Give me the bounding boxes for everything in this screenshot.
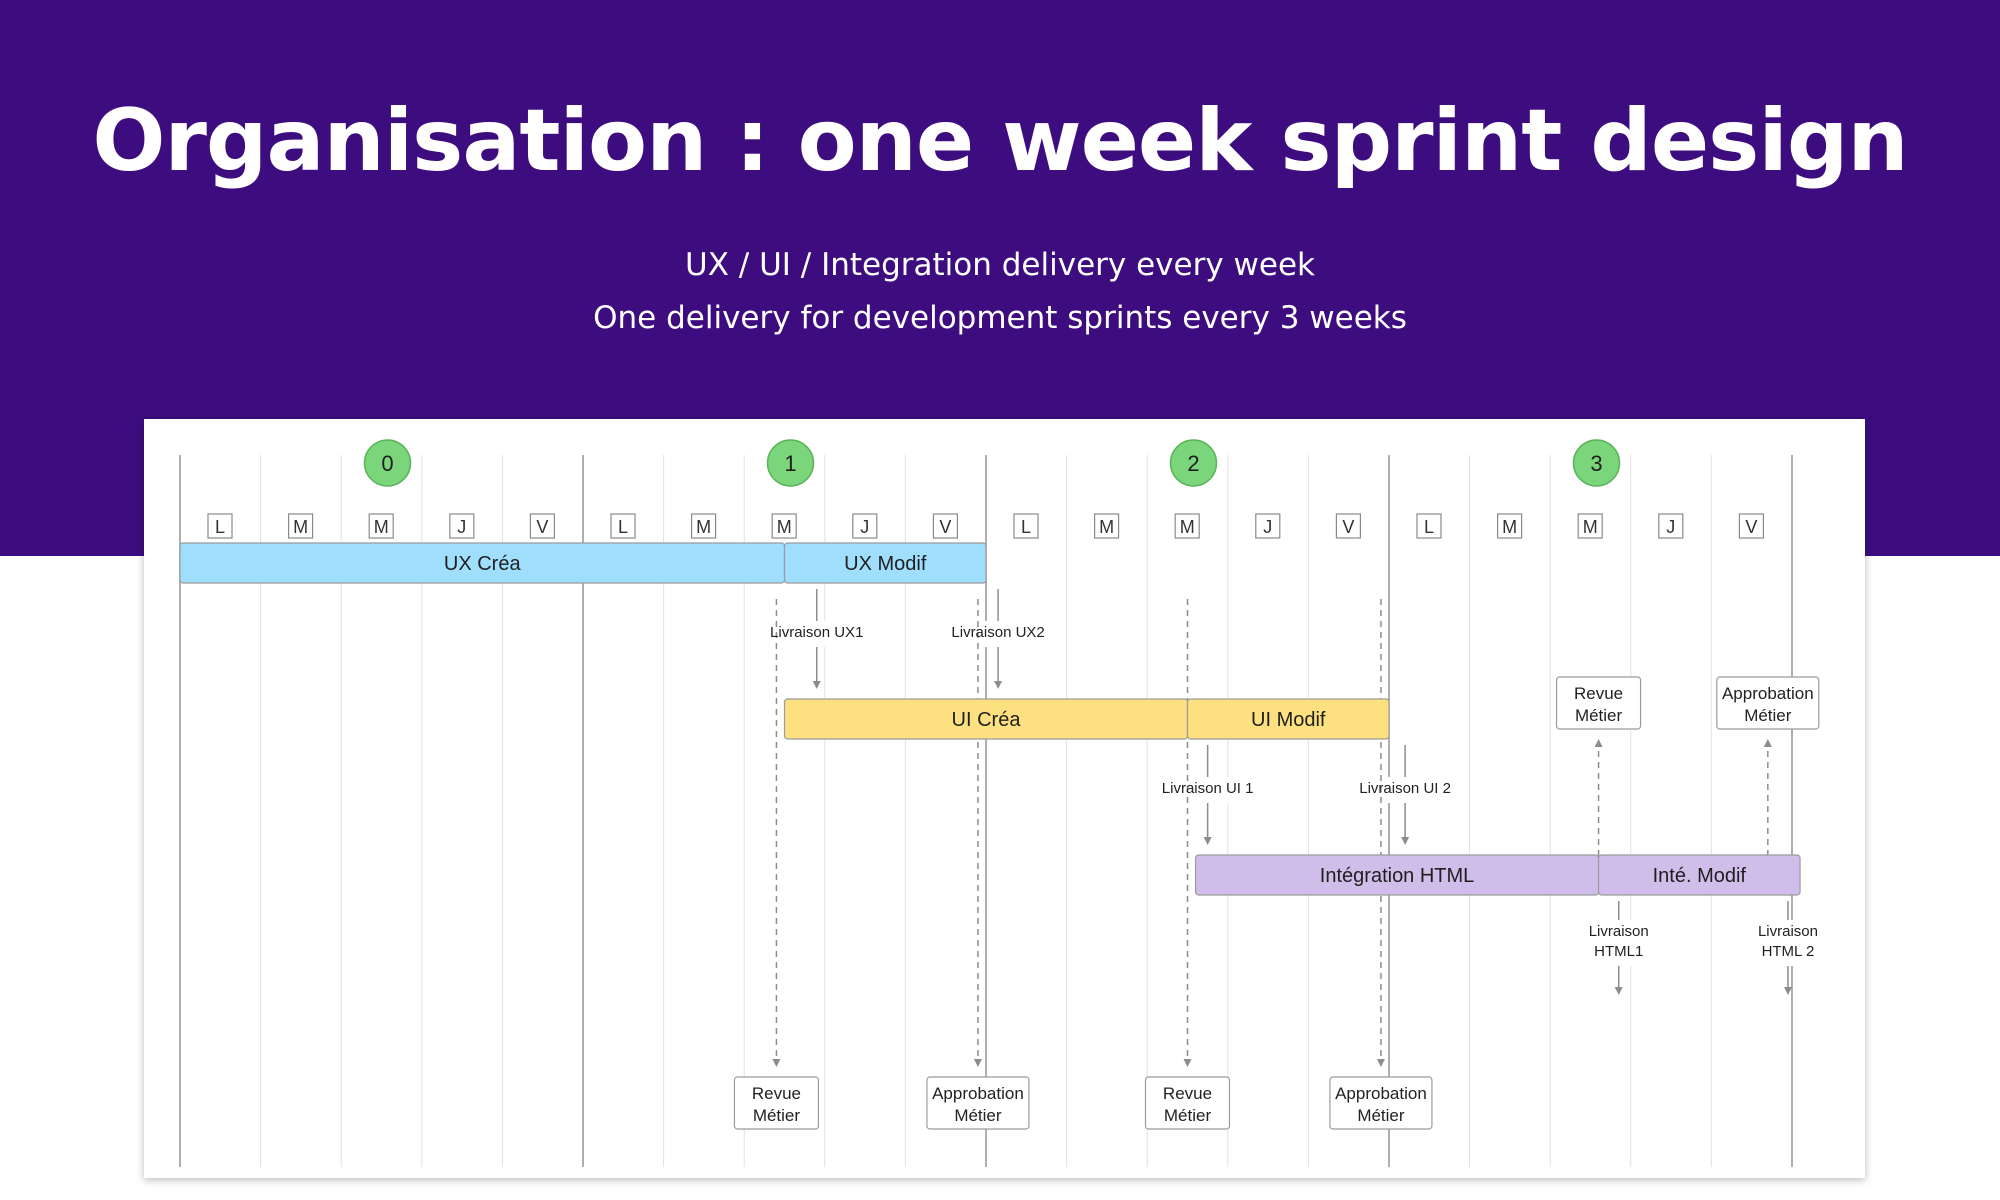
day-box <box>610 513 636 539</box>
day-box <box>1738 513 1765 539</box>
approbation-metier-3-label: Approbation <box>1722 684 1814 703</box>
ui-crea-label: UI Créa <box>952 709 1022 731</box>
day-label: M <box>696 517 711 537</box>
livraison-html2-label: HTML 2 <box>1762 943 1815 960</box>
page-subtitle-line2: One delivery for development sprints eve… <box>593 300 1407 336</box>
day-label: V <box>939 517 951 537</box>
livraison-html1-label: Livraison <box>1589 923 1649 940</box>
day-box <box>690 513 717 539</box>
page-title: Organisation : one week sprint design <box>92 91 1908 191</box>
week-badge-label: 2 <box>1187 451 1199 476</box>
day-box <box>529 513 555 539</box>
day-box <box>1416 513 1442 539</box>
day-box <box>1174 513 1200 539</box>
integration-html-label: Intégration HTML <box>1320 865 1475 887</box>
page-subtitle-line1: UX / UI / Integration delivery every wee… <box>685 247 1315 283</box>
livraison-ux2-label-bg <box>940 621 1057 647</box>
day-box <box>852 513 878 539</box>
livraison-ui1-label: Livraison UI 1 <box>1162 780 1254 797</box>
approbation-metier-2-label: Approbation <box>1335 1084 1427 1103</box>
week-badge-label: 1 <box>784 451 796 476</box>
livraison-ux1-label: Livraison UX1 <box>770 624 863 641</box>
livraison-ux2-label: Livraison UX2 <box>951 624 1044 641</box>
day-box <box>288 513 314 539</box>
sprint-diagram-svg: 0 1 2 3L M M J V L M M J V L M M J V L M M J V UX Créa UX ModifU… <box>179 439 1846 1167</box>
livraison-html1-label-bg <box>1560 920 1677 966</box>
day-box <box>1255 513 1281 539</box>
approbation-metier-1-label: Métier <box>954 1106 1002 1125</box>
day-box <box>368 513 394 539</box>
week-badge <box>1572 439 1621 487</box>
day-box <box>1013 513 1039 539</box>
livraison-html2-label: Livraison <box>1758 923 1818 940</box>
approbation-metier-3-label: Métier <box>1744 706 1792 725</box>
week-badge <box>363 439 412 487</box>
day-label: M <box>1583 517 1598 537</box>
day-label: L <box>1424 517 1434 537</box>
revue-metier-1-label: Revue <box>752 1084 801 1103</box>
approbation-metier-2-label: Métier <box>1357 1106 1405 1125</box>
revue-metier-1-label: Métier <box>753 1106 801 1125</box>
livraison-ux1-label-bg <box>758 621 875 647</box>
approbation-metier-2-box <box>1329 1076 1433 1130</box>
day-box <box>449 513 475 539</box>
livraison-html1-label: HTML1 <box>1594 943 1643 960</box>
livraison-html2-label-bg <box>1729 920 1846 966</box>
day-label: M <box>1099 517 1114 537</box>
inte-modif-bar <box>1597 854 1801 896</box>
week-badge-label: 3 <box>1590 451 1602 476</box>
day-label: J <box>1263 517 1272 537</box>
approbation-metier-1-label: Approbation <box>932 1084 1024 1103</box>
day-box <box>1496 513 1523 539</box>
day-label: V <box>536 517 548 537</box>
week-badge-label: 0 <box>381 451 393 476</box>
day-box <box>932 513 959 539</box>
ux-modif-label: UX Modif <box>844 553 927 575</box>
inte-modif-label: Inté. Modif <box>1653 865 1747 887</box>
day-label: V <box>1342 517 1354 537</box>
ux-modif-bar <box>783 542 987 584</box>
day-label: M <box>374 517 389 537</box>
day-box <box>1658 513 1684 539</box>
day-label: M <box>1502 517 1517 537</box>
revue-metier-2-box <box>1144 1076 1231 1130</box>
day-label: L <box>215 517 225 537</box>
day-box <box>771 513 797 539</box>
approbation-metier-1-box <box>926 1076 1030 1130</box>
revue-metier-2-label: Revue <box>1163 1084 1212 1103</box>
ui-modif-bar <box>1186 698 1390 740</box>
livraison-ui2-label-bg <box>1347 777 1464 803</box>
day-box <box>1093 513 1120 539</box>
day-box <box>207 513 233 539</box>
revue-metier-3-label: Revue <box>1574 684 1623 703</box>
day-label: M <box>293 517 308 537</box>
day-box <box>1577 513 1603 539</box>
ui-modif-label: UI Modif <box>1251 709 1326 731</box>
livraison-ui1-label-bg <box>1149 777 1266 803</box>
week-badge <box>766 439 815 487</box>
day-label: M <box>1180 517 1195 537</box>
revue-metier-2-label: Métier <box>1164 1106 1212 1125</box>
week-badge <box>1169 439 1218 487</box>
revue-metier-3-label: Métier <box>1575 706 1623 725</box>
day-label: V <box>1745 517 1757 537</box>
day-label: J <box>457 517 466 537</box>
approbation-metier-3-box <box>1716 676 1820 730</box>
livraison-ui2-label: Livraison UI 2 <box>1359 780 1451 797</box>
day-label: L <box>618 517 628 537</box>
day-box <box>1335 513 1362 539</box>
day-label: J <box>860 517 869 537</box>
revue-metier-1-box <box>733 1076 820 1130</box>
revue-metier-3-box <box>1555 676 1642 730</box>
day-label: J <box>1666 517 1675 537</box>
day-label: M <box>777 517 792 537</box>
day-label: L <box>1021 517 1031 537</box>
ux-crea-label: UX Créa <box>444 553 522 575</box>
